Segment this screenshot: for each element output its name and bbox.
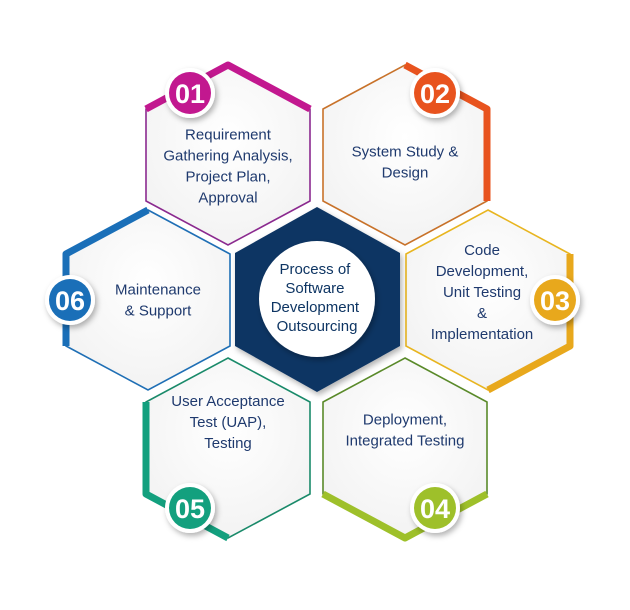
step-number: 02	[420, 79, 450, 109]
step-label: System Study &Design	[352, 144, 459, 182]
badge-circle	[169, 487, 211, 529]
step-number: 01	[175, 79, 205, 109]
step-06: Maintenance& Support	[62, 206, 231, 391]
badge-circle	[49, 279, 91, 321]
badge-circle	[169, 72, 211, 114]
step-number: 04	[420, 494, 450, 524]
center-circle	[259, 241, 375, 357]
step-number-badge: 03	[530, 275, 580, 325]
badge-circle	[414, 72, 456, 114]
step-number-badge: 05	[165, 483, 215, 533]
step-number: 06	[55, 286, 85, 316]
step-number: 03	[540, 286, 570, 316]
step-number-badge: 02	[410, 68, 460, 118]
step-label: Maintenance& Support	[115, 282, 201, 320]
step-number-badge: 01	[165, 68, 215, 118]
badge-circle	[534, 279, 576, 321]
step-02: System Study &Design	[322, 61, 491, 246]
step-number-badge: 06	[45, 275, 95, 325]
step-04: Deployment,Integrated Testing	[321, 357, 489, 542]
badge-circle	[414, 487, 456, 529]
step-number-badge: 04	[410, 483, 460, 533]
step-number: 05	[175, 494, 205, 524]
step-label: Deployment,Integrated Testing	[346, 412, 465, 450]
center-hexagon: Process of Software Development Outsourc…	[235, 207, 400, 392]
center-title: Process of Software Development Outsourc…	[271, 261, 364, 335]
